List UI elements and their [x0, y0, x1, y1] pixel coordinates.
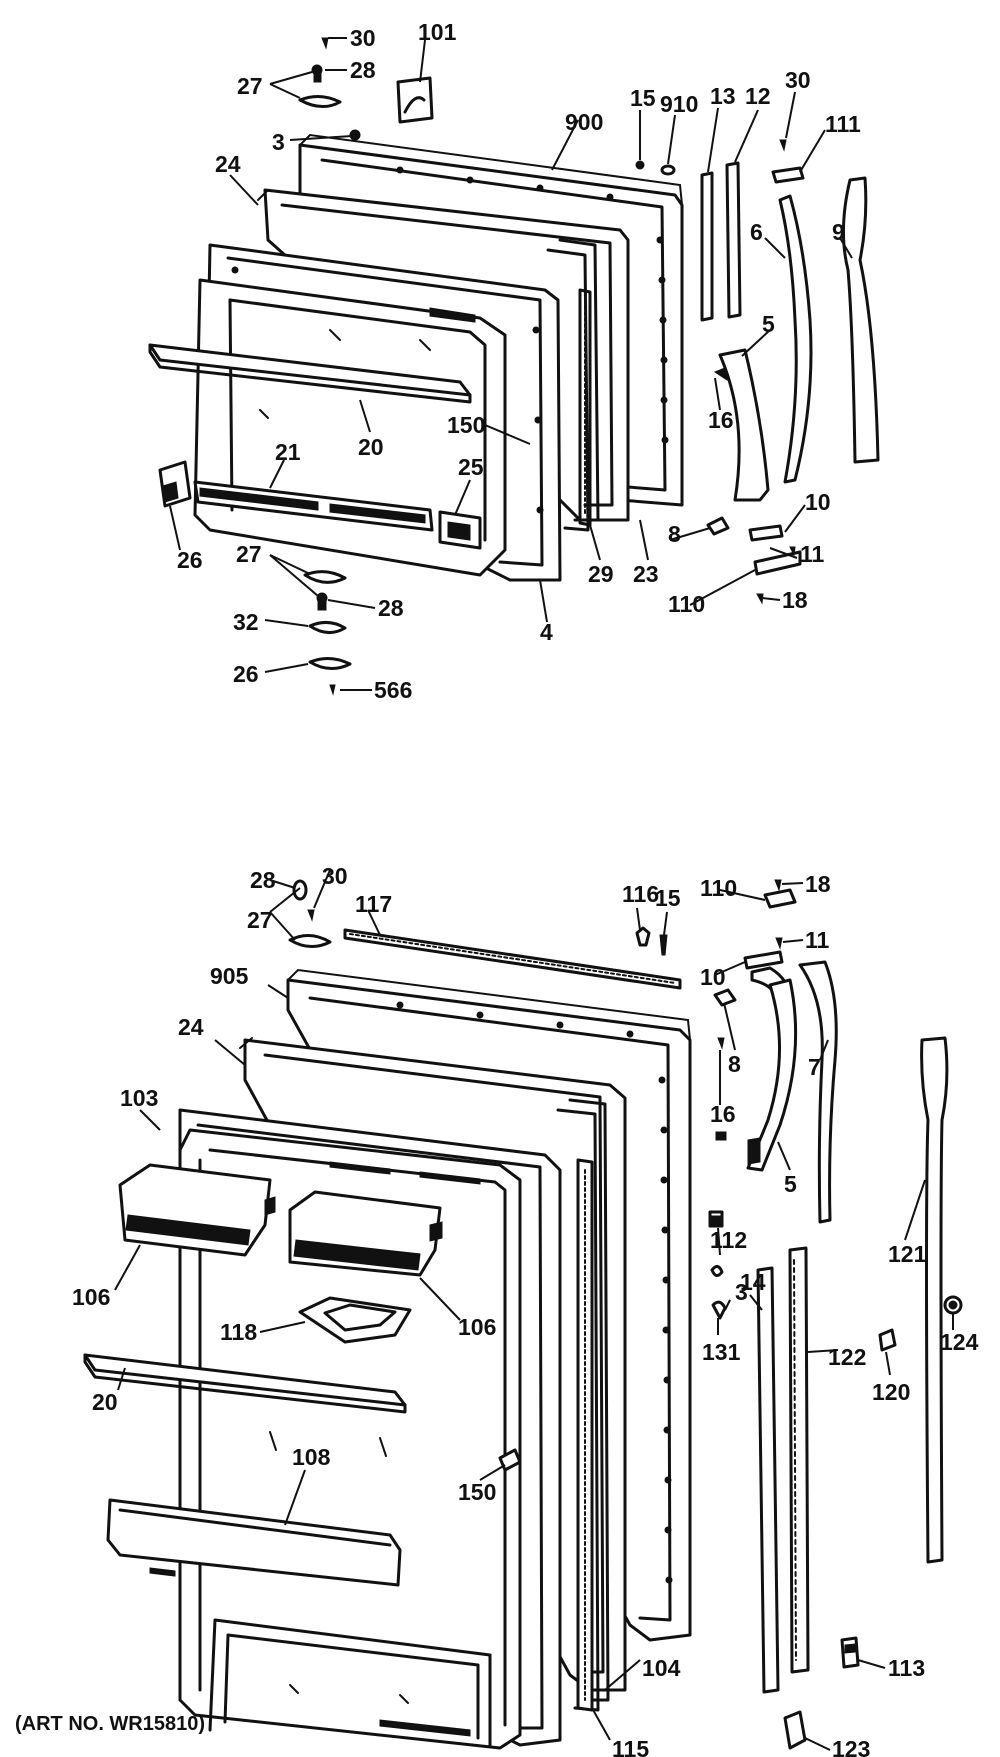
- label-905: 905: [210, 963, 249, 989]
- label-101: 101: [418, 19, 457, 45]
- label-26-bottom: 26: [233, 661, 259, 687]
- label-120: 120: [872, 1379, 910, 1405]
- label-7: 7: [808, 1054, 821, 1080]
- label-5: 5: [762, 311, 775, 337]
- label-104: 104: [642, 1655, 681, 1681]
- shelf-bar-20-ff: [83, 1353, 407, 1457]
- ff-part-labels: 28 30 27 117 116 15 110 18 11 905 10 24 …: [72, 863, 979, 1757]
- label-30: 30: [350, 25, 376, 51]
- label-27: 27: [237, 73, 263, 99]
- label-150: 150: [447, 412, 485, 438]
- label-28: 28: [350, 57, 376, 83]
- label-28-bottom: 28: [378, 595, 404, 621]
- label-112: 112: [710, 1227, 747, 1253]
- shelf-108: [106, 1498, 402, 1587]
- label-10: 10: [700, 964, 726, 990]
- label-15: 15: [630, 85, 656, 111]
- label-24: 24: [178, 1014, 204, 1040]
- butter-dish-118: [298, 1296, 412, 1344]
- label-16: 16: [708, 407, 734, 433]
- door-bin-106-left: [118, 1163, 276, 1257]
- ff-leader-lines: [114, 869, 954, 1751]
- label-9: 9: [832, 219, 845, 245]
- label-25: 25: [458, 454, 484, 480]
- label-16: 16: [710, 1101, 736, 1127]
- label-27-bottom: 27: [236, 541, 262, 567]
- shelf-bar-20: [148, 343, 472, 404]
- label-4: 4: [540, 619, 553, 645]
- label-21: 21: [275, 439, 301, 465]
- label-13: 13: [710, 83, 736, 109]
- label-18: 18: [782, 587, 808, 613]
- label-6: 6: [750, 219, 763, 245]
- label-30: 30: [322, 863, 348, 889]
- fresh-food-liner-body: [178, 1128, 522, 1750]
- label-121: 121: [888, 1241, 927, 1267]
- label-118: 118: [220, 1319, 257, 1345]
- label-124: 124: [940, 1329, 979, 1355]
- bottom-hinge-parts: [303, 570, 352, 696]
- label-28: 28: [250, 867, 276, 893]
- part-101: [396, 76, 434, 124]
- label-11: 11: [800, 541, 825, 567]
- latch-25: [438, 510, 482, 550]
- handle-parts-right: [635, 139, 880, 605]
- label-10: 10: [805, 489, 831, 515]
- label-113: 113: [888, 1655, 925, 1681]
- label-108: 108: [292, 1444, 331, 1470]
- label-11: 11: [805, 927, 830, 953]
- label-116: 116: [622, 881, 659, 907]
- label-8: 8: [668, 521, 681, 547]
- label-117: 117: [355, 891, 392, 917]
- label-106-right: 106: [458, 1314, 496, 1340]
- freezer-leader-lines: [169, 37, 853, 691]
- label-103: 103: [120, 1085, 158, 1111]
- label-29: 29: [588, 561, 614, 587]
- label-566: 566: [374, 677, 412, 703]
- label-131: 131: [702, 1339, 741, 1365]
- breaker-strip-115: [576, 1158, 594, 1712]
- label-910: 910: [660, 91, 698, 117]
- label-15: 15: [655, 885, 681, 911]
- label-23: 23: [633, 561, 659, 587]
- ff-handle-parts-right: [635, 879, 963, 1750]
- shelf-bar-21: [193, 480, 434, 532]
- label-18: 18: [805, 871, 831, 897]
- label-26: 26: [177, 547, 203, 573]
- label-20: 20: [358, 434, 384, 460]
- freezer-part-labels: 30 101 27 28 3 900 15 910 13 12 30 111 2…: [177, 19, 861, 703]
- label-110: 110: [668, 591, 705, 617]
- label-3: 3: [272, 129, 285, 155]
- fresh-food-door-assembly: 28 30 27 117 116 15 110 18 11 905 10 24 …: [72, 863, 979, 1757]
- gasket-23: [546, 238, 600, 532]
- label-111: 111: [825, 111, 861, 137]
- top-strip-117: [343, 928, 682, 990]
- label-122: 122: [828, 1344, 866, 1370]
- label-12: 12: [745, 83, 771, 109]
- label-27: 27: [247, 907, 273, 933]
- label-3: 3: [735, 1279, 748, 1305]
- label-14: 14: [740, 1269, 766, 1295]
- label-8: 8: [728, 1051, 741, 1077]
- label-110: 110: [700, 875, 737, 901]
- breaker-strip-29: [578, 288, 592, 527]
- label-32: 32: [233, 609, 259, 635]
- label-30-right: 30: [785, 67, 811, 93]
- label-115: 115: [612, 1736, 649, 1757]
- art-number: (ART NO. WR15810): [15, 1713, 205, 1735]
- label-900: 900: [565, 109, 603, 135]
- freezer-door-assembly: 30 101 27 28 3 900 15 910 13 12 30 111 2…: [148, 19, 880, 703]
- label-20: 20: [92, 1389, 118, 1415]
- label-106-left: 106: [72, 1284, 110, 1310]
- ff-top-hinge-parts: [288, 879, 332, 948]
- label-5: 5: [784, 1171, 797, 1197]
- label-24: 24: [215, 151, 241, 177]
- hinge-bracket-26: [158, 460, 192, 508]
- door-bin-106-right: [288, 1190, 443, 1277]
- label-150: 150: [458, 1479, 496, 1505]
- label-123: 123: [832, 1736, 870, 1757]
- top-hinge-parts: [298, 37, 361, 141]
